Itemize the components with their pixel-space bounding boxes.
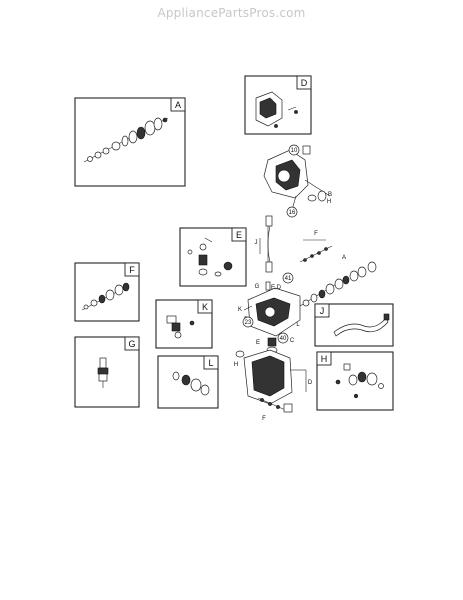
callout-16: 16 — [289, 210, 296, 216]
panel-j[interactable]: J — [314, 303, 394, 347]
label-j-left: J — [255, 240, 258, 246]
panel-d-top[interactable]: D — [244, 75, 312, 135]
label-k: K — [238, 307, 242, 313]
panel-k-parts — [166, 315, 195, 339]
panel-e-parts — [187, 237, 233, 277]
panel-g[interactable]: G — [74, 336, 140, 408]
panel-f[interactable]: F — [74, 262, 140, 322]
panel-f-letter: F — [129, 265, 135, 275]
panel-a-parts — [83, 117, 169, 163]
panel-h[interactable]: H — [316, 351, 394, 411]
label-d: D — [308, 380, 313, 386]
panel-a[interactable]: A — [74, 97, 186, 187]
pump-manifold-assembly: J F A 41 G E,D K B L 23 40 — [234, 215, 377, 422]
callout-10: 10 — [291, 148, 298, 154]
label-a: A — [342, 255, 346, 261]
watermark: AppliancePartsPros.com — [157, 6, 306, 20]
callout-40: 40 — [280, 336, 287, 342]
label-h: H — [327, 199, 331, 205]
panel-k-letter: K — [202, 302, 208, 312]
panel-l-parts — [172, 371, 210, 396]
label-l: L — [296, 322, 300, 328]
panel-a-letter: A — [175, 100, 181, 110]
callout-41: 41 — [285, 276, 292, 282]
panel-h-parts — [335, 363, 384, 399]
label-f: F — [314, 231, 318, 237]
label-b: B — [328, 192, 332, 198]
panel-h-letter: H — [321, 354, 328, 364]
label-h: H — [234, 362, 238, 368]
label-f-lower: F — [262, 416, 266, 422]
panel-k[interactable]: K — [155, 299, 213, 349]
label-c: C — [290, 338, 295, 344]
panel-g-parts — [97, 357, 109, 388]
panel-e-letter: E — [236, 230, 242, 240]
panel-g-letter: G — [128, 339, 135, 349]
panel-j-letter: J — [320, 306, 325, 316]
panel-e[interactable]: E — [179, 227, 247, 287]
label-e-d: E,D — [271, 285, 282, 291]
label-e-lower: E — [256, 340, 260, 346]
panel-d-letter: D — [301, 78, 308, 88]
panel-l[interactable]: L — [157, 355, 219, 409]
pump-head-assembly: 10 16 B H — [263, 144, 332, 218]
label-g: G — [255, 284, 260, 290]
panel-f-parts — [81, 282, 130, 311]
panel-j-parts — [333, 313, 390, 337]
panel-d-parts — [255, 91, 298, 128]
callout-23: 23 — [245, 320, 252, 326]
panel-l-letter: L — [208, 358, 213, 368]
